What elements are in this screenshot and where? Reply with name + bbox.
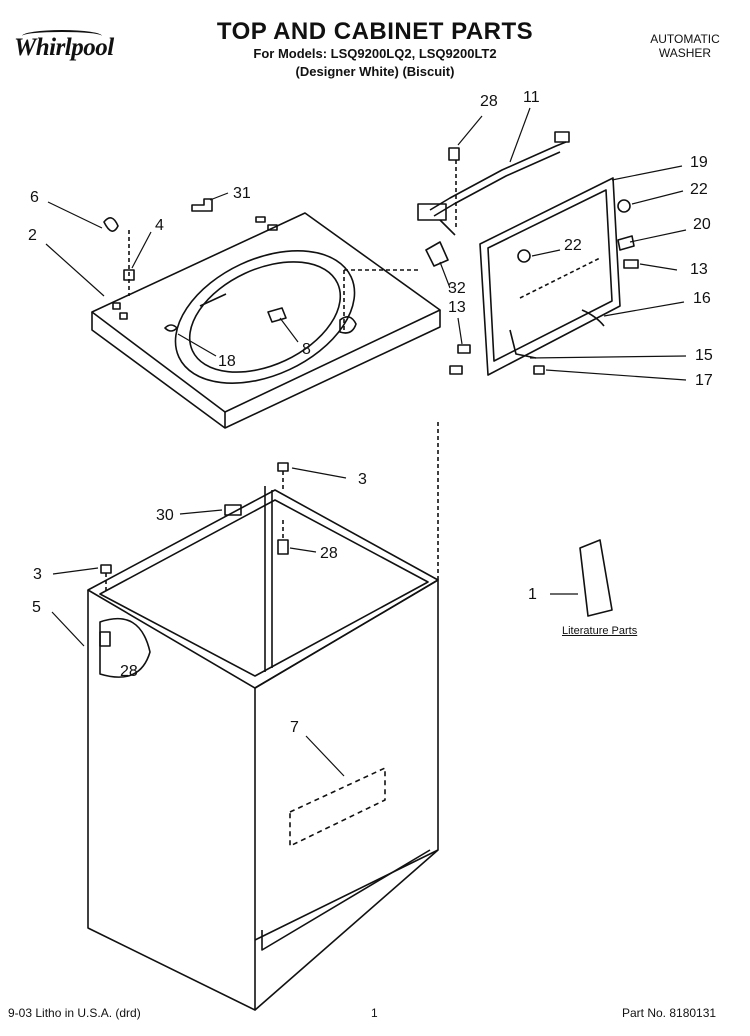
wire-harness [417, 131, 570, 236]
screw-13-right [623, 259, 639, 269]
callout-28-cabinet: 28 [120, 663, 138, 680]
callout-13-right: 13 [690, 261, 708, 278]
callout-28-top: 28 [480, 93, 498, 110]
footer-part-number: Part No. 8180131 [622, 1006, 717, 1020]
screw-28-top [448, 147, 460, 161]
callout-22-left: 22 [564, 237, 582, 254]
part-22-left [517, 249, 531, 263]
callout-19: 19 [690, 154, 708, 171]
callout-15: 15 [695, 347, 713, 364]
callout-31: 31 [233, 185, 251, 202]
literature-parts-label: Literature Parts [562, 625, 638, 637]
screw-8 [267, 307, 287, 323]
callout-32: 32 [448, 280, 466, 297]
whirlpool-logo: Whirlpool [14, 34, 114, 61]
callout-30: 30 [156, 507, 174, 524]
callout-1: 1 [528, 586, 537, 603]
callout-13-left: 13 [448, 299, 466, 316]
callout-11: 11 [523, 89, 540, 106]
part-20 [617, 235, 635, 251]
colors-line: (Designer White) (Biscuit) [295, 64, 455, 79]
callout-8: 8 [302, 341, 311, 358]
product-line-1: AUTOMATIC [650, 32, 720, 46]
washer-cabinet [87, 420, 439, 1011]
callout-2: 2 [28, 227, 37, 244]
footer-litho: 9-03 Litho in U.S.A. (drd) [8, 1006, 141, 1020]
callout-3-left: 3 [33, 566, 42, 583]
footer-page-number: 1 [371, 1006, 378, 1020]
console-frame [479, 177, 621, 376]
callout-5: 5 [32, 599, 41, 616]
callout-6: 6 [30, 189, 39, 206]
wire-16 [581, 309, 605, 327]
callout-22-right: 22 [690, 181, 708, 198]
part-31 [191, 198, 213, 212]
product-line-2: WASHER [658, 46, 712, 60]
callout-7: 7 [290, 719, 299, 736]
logo-swoosh [22, 30, 102, 42]
callout-18: 18 [218, 353, 236, 370]
callout-3-top: 3 [358, 471, 367, 488]
models-line: For Models: LSQ9200LQ2, LSQ9200LT2 [253, 46, 497, 61]
screw-13-left-2 [449, 365, 463, 375]
part-32 [425, 241, 449, 267]
literature-booklet [579, 539, 613, 617]
part-17 [533, 365, 545, 375]
part-6 [103, 217, 119, 232]
callout-4: 4 [155, 217, 164, 234]
page-title: TOP AND CABINET PARTS [216, 18, 534, 45]
screw-13-left [457, 344, 471, 354]
callout-20: 20 [693, 216, 711, 233]
washer-top-panel [91, 212, 441, 429]
callout-28-mid: 28 [320, 545, 338, 562]
wire-15 [509, 329, 537, 359]
callout-17: 17 [695, 372, 713, 389]
part-22-right [617, 199, 631, 213]
callout-16: 16 [693, 290, 711, 307]
